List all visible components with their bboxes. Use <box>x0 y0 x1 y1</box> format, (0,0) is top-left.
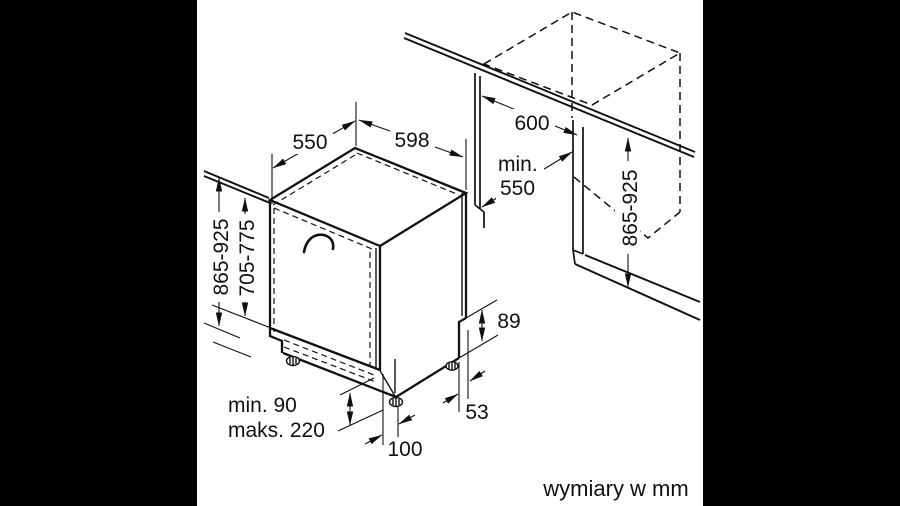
dim-rear-foot-offset: 53 <box>465 401 488 424</box>
dim-niche-width-value: 550 <box>500 177 535 200</box>
adjustable-feet <box>285 355 459 408</box>
ext-plinth <box>337 377 384 432</box>
ext-floor-a <box>203 322 241 339</box>
right-cabinet-base <box>574 254 701 321</box>
dim-appliance-width: 550 <box>292 131 327 154</box>
label-backplates <box>209 109 640 460</box>
dimarrow-53-right <box>469 370 486 382</box>
dim-niche-depth: 600 <box>514 112 549 135</box>
dishwasher-edge-details <box>375 193 463 397</box>
dimarrow-100-left <box>364 434 383 445</box>
dim-plinth-min: min. 90 <box>228 394 297 417</box>
dim-appliance-height: 865-925 <box>210 218 233 295</box>
units-note: wymiary w mm <box>542 476 688 501</box>
niche-left-panel <box>474 73 485 228</box>
dimarrow-100-right <box>398 414 416 425</box>
dim-front-foot-offset: 100 <box>387 438 422 461</box>
dimarrow-53-left <box>442 393 459 404</box>
dimension-labels: 550 598 600 min. 550 865-925 705-775 865… <box>210 112 642 461</box>
dim-appliance-depth: 598 <box>394 129 429 152</box>
niche-right-panel <box>572 120 584 265</box>
dim-rear-step-height: 89 <box>497 310 520 333</box>
door-handle-curve <box>302 233 335 254</box>
countertop-left-edge <box>203 170 271 204</box>
front-right-foot <box>388 396 404 408</box>
front-left-foot <box>285 355 301 367</box>
ext-89 <box>458 299 499 359</box>
dim-niche-height: 865-925 <box>619 169 642 246</box>
rear-right-foot <box>445 361 459 371</box>
ext-floor-b <box>212 341 252 358</box>
dim-plinth-max: maks. 220 <box>228 419 325 442</box>
niche-dashed-outline <box>482 11 682 239</box>
dim-door-height: 705-775 <box>236 219 259 296</box>
plinth-dashed-lines <box>283 339 377 383</box>
dim-niche-width-prefix: min. <box>498 153 538 176</box>
